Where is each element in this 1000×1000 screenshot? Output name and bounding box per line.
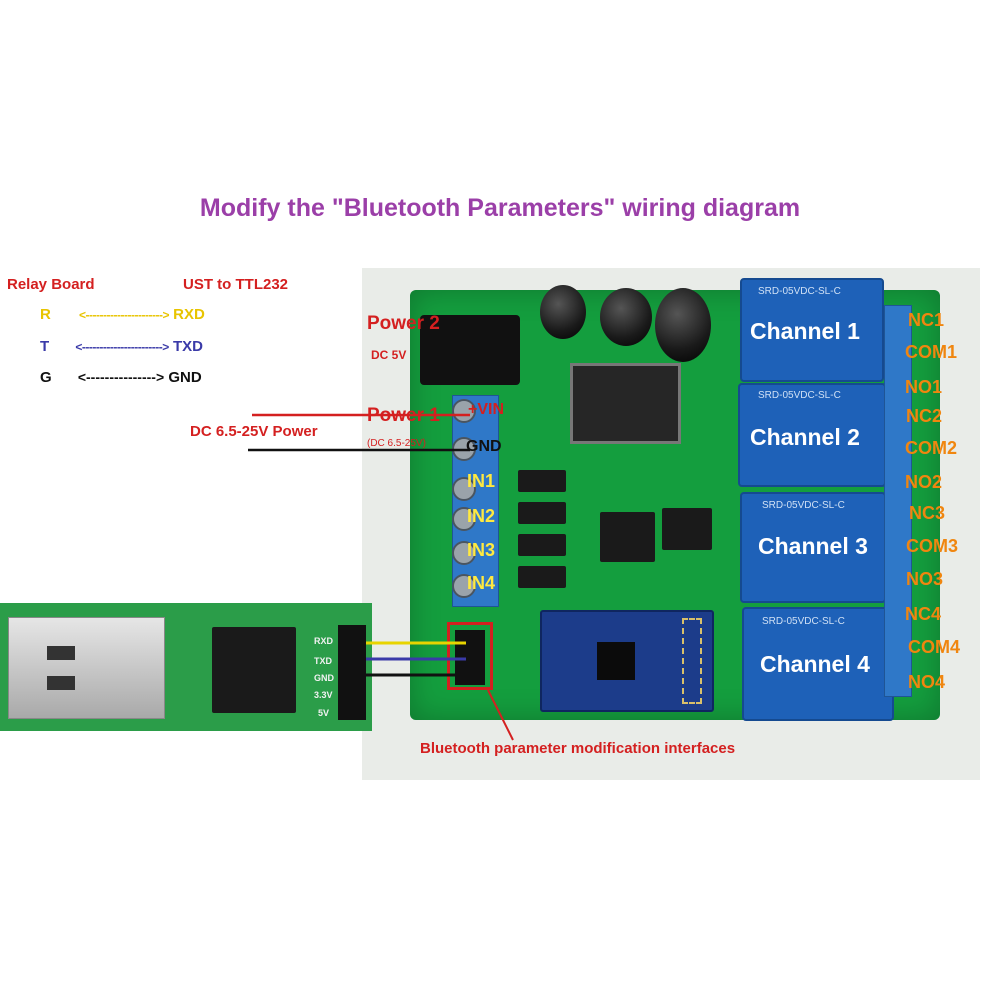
terminal-no3: NO3 bbox=[906, 569, 944, 589]
relay-4-label: Channel 4 bbox=[760, 651, 870, 677]
legend-row-t-right: TXD bbox=[172, 338, 203, 355]
legend-row-r-right: RXD bbox=[173, 306, 205, 323]
relay-3 bbox=[740, 492, 886, 603]
dc-power-label: DC 6.5-25V Power bbox=[190, 423, 318, 440]
usb-ttl-chip bbox=[212, 627, 296, 713]
relay-1-print: SRD-05VDC-SL-C bbox=[758, 286, 841, 297]
usb-contact bbox=[47, 676, 75, 690]
terminal-no1: NO1 bbox=[905, 377, 943, 397]
terminal-com1: COM1 bbox=[905, 342, 958, 362]
terminal-no2: NO2 bbox=[905, 472, 943, 492]
usb-pin-header bbox=[338, 625, 366, 720]
usb-contact bbox=[47, 646, 75, 660]
power2-sub: DC 5V bbox=[371, 348, 407, 362]
relay-1 bbox=[740, 278, 884, 382]
legend-row-g-left: G bbox=[40, 369, 52, 386]
relay-3-print: SRD-05VDC-SL-C bbox=[762, 500, 845, 511]
legend-row-r-arrow: <----------------------> bbox=[79, 308, 169, 322]
optocoupler-ic bbox=[518, 534, 566, 556]
terminal-com4: COM4 bbox=[908, 637, 961, 657]
power2-label: Power 2 bbox=[367, 313, 440, 334]
relay-4 bbox=[742, 607, 894, 721]
dc-jack bbox=[420, 315, 520, 385]
relay-4-print: SRD-05VDC-SL-C bbox=[762, 616, 845, 627]
legend-row-t-left: T bbox=[40, 338, 50, 355]
vin-label: +VIN bbox=[468, 401, 505, 418]
terminal-nc1: NC1 bbox=[908, 310, 945, 330]
legend-row-t-arrow: <-----------------------> bbox=[75, 340, 169, 354]
output-terminal-block bbox=[884, 305, 912, 697]
legend-row-r: R <----------------------> RXD bbox=[40, 306, 205, 323]
relay-2-label: Channel 2 bbox=[750, 424, 860, 450]
relay-2 bbox=[738, 383, 886, 487]
bt-interface-label: Bluetooth parameter modification interfa… bbox=[420, 740, 736, 757]
terminal-nc3: NC3 bbox=[909, 503, 946, 523]
terminal-screw bbox=[452, 507, 476, 531]
antenna-trace bbox=[682, 618, 702, 704]
terminal-screw bbox=[452, 541, 476, 565]
usb-pin-5v: 5V bbox=[318, 708, 330, 718]
legend-row-g-arrow: <---------------> bbox=[77, 369, 165, 385]
relay-2-print: SRD-05VDC-SL-C bbox=[758, 390, 841, 401]
voltage-regulator bbox=[570, 363, 681, 444]
terminal-no4: NO4 bbox=[908, 672, 946, 692]
bluetooth-chip bbox=[597, 642, 635, 680]
optocoupler-ic bbox=[518, 566, 566, 588]
legend-right-header: UST to TTL232 bbox=[183, 276, 289, 293]
diagram-title: Modify the "Bluetooth Parameters" wiring… bbox=[199, 194, 801, 222]
legend-row-g: G <---------------> GND bbox=[40, 369, 202, 386]
input-in2: IN2 bbox=[467, 506, 496, 526]
optocoupler-ic bbox=[518, 470, 566, 492]
relay-3-label: Channel 3 bbox=[758, 533, 868, 559]
input-in4: IN4 bbox=[467, 573, 496, 593]
terminal-com2: COM2 bbox=[905, 438, 958, 458]
driver-ic bbox=[662, 508, 712, 550]
legend-row-t: T <-----------------------> TXD bbox=[40, 338, 203, 355]
usb-pin-3v3: 3.3V bbox=[314, 690, 333, 700]
power1-sub: (DC 6.5-25V) bbox=[367, 438, 426, 449]
usb-pin-rxd: RXD bbox=[314, 636, 334, 646]
bluetooth-module bbox=[540, 610, 714, 712]
terminal-nc4: NC4 bbox=[905, 604, 942, 624]
usb-pin-txd: TXD bbox=[314, 656, 332, 666]
terminal-screw bbox=[452, 574, 476, 598]
usb-plug bbox=[8, 617, 165, 719]
legend-row-r-left: R bbox=[40, 306, 51, 323]
terminal-nc2: NC2 bbox=[906, 406, 943, 426]
relay-1-label: Channel 1 bbox=[750, 318, 860, 344]
capacitor bbox=[600, 288, 652, 346]
optocoupler-ic bbox=[518, 502, 566, 524]
legend-row-g-right: GND bbox=[168, 369, 202, 386]
driver-ic bbox=[600, 512, 655, 562]
terminal-com3: COM3 bbox=[906, 536, 959, 556]
input-in3: IN3 bbox=[467, 540, 496, 560]
terminal-screw bbox=[452, 399, 476, 423]
usb-pin-gnd: GND bbox=[314, 673, 334, 683]
terminal-screw bbox=[452, 477, 476, 501]
bt-interface-highlight bbox=[447, 622, 493, 690]
input-in1: IN1 bbox=[467, 471, 496, 491]
capacitor bbox=[540, 285, 586, 339]
input-terminal-block bbox=[452, 395, 499, 607]
gnd-label: GND bbox=[466, 438, 502, 455]
legend-left-header: Relay Board bbox=[7, 276, 95, 293]
bt-callout-line bbox=[487, 689, 514, 741]
capacitor bbox=[655, 288, 711, 362]
